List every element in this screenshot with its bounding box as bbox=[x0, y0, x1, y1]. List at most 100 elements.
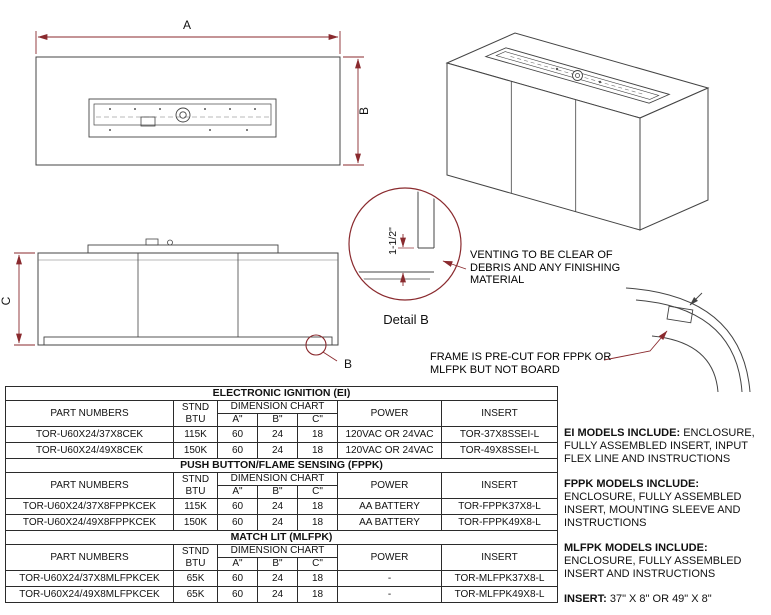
cell-insert: TOR-MLFPK49X8-L bbox=[440, 586, 559, 603]
isometric-view-drawing bbox=[445, 32, 710, 231]
note-text: ENCLOSURE, FULLY ASSEMBLED INSERT, INPUT… bbox=[564, 427, 755, 465]
cell-part-number: TOR-U60X24/49X8MLFPKCEK bbox=[5, 586, 174, 603]
corner-detail-drawing bbox=[625, 287, 751, 393]
cell-dim-b: 24 bbox=[257, 586, 298, 603]
col-header-insert: INSERT bbox=[440, 400, 559, 427]
cell-part-number: TOR-U60X24/37X8MLFPKCEK bbox=[5, 570, 174, 587]
dim-a-label: A bbox=[183, 18, 191, 32]
cell-insert: TOR-37X8SSEI-L bbox=[440, 426, 559, 443]
col-header-power: POWER bbox=[337, 544, 442, 571]
section-title-row-fppk: PUSH BUTTON/FLAME SENSING (FPPK) bbox=[4, 458, 559, 473]
dim-b-label: B bbox=[357, 107, 371, 115]
cell-btu: 115K bbox=[173, 498, 218, 515]
top-view-drawing bbox=[35, 56, 341, 166]
col-header-insert: INSERT bbox=[440, 544, 559, 571]
table-row: TOR-U60X24/49X8MLFPKCEK 65K 60 24 18 - T… bbox=[5, 586, 559, 603]
table-row: TOR-U60X24/49X8CEK 150K 60 24 18 120VAC … bbox=[5, 442, 559, 459]
header-row: PART NUMBERS STND BTU DIMENSION CHART PO… bbox=[5, 400, 559, 427]
header-row: PART NUMBERS STND BTU DIMENSION CHART PO… bbox=[5, 472, 559, 499]
cell-dim-a: 60 bbox=[217, 426, 258, 443]
top-view-dimensions bbox=[35, 31, 364, 166]
spec-tables: ELECTRONIC IGNITION (EI) PART NUMBERS ST… bbox=[4, 386, 559, 603]
col-header-a: A" bbox=[217, 557, 258, 571]
cell-btu: 150K bbox=[173, 442, 218, 459]
cell-power: AA BATTERY bbox=[337, 514, 442, 531]
cell-part-number: TOR-U60X24/49X8FPPKCEK bbox=[5, 514, 174, 531]
cell-insert: TOR-49X8SSEI-L bbox=[440, 442, 559, 459]
col-header-dimension-chart: DIMENSION CHART bbox=[217, 544, 338, 558]
table-row: TOR-U60X24/37X8FPPKCEK 115K 60 24 18 AA … bbox=[5, 498, 559, 515]
table-row: TOR-U60X24/49X8FPPKCEK 150K 60 24 18 AA … bbox=[5, 514, 559, 531]
cell-dim-c: 18 bbox=[297, 442, 338, 459]
cell-dim-b: 24 bbox=[257, 426, 298, 443]
cell-part-number: TOR-U60X24/49X8CEK bbox=[5, 442, 174, 459]
burner-port-dots bbox=[109, 108, 256, 131]
isometric-burner-tray bbox=[484, 47, 671, 104]
col-header-a: A" bbox=[217, 413, 258, 427]
col-header-stnd-btu: STND BTU bbox=[173, 544, 218, 571]
vent-gap-dim-label: 1-1/2" bbox=[387, 227, 399, 255]
note-label: INSERT: bbox=[564, 593, 607, 605]
col-header-c: C" bbox=[297, 485, 338, 499]
cell-insert: TOR-FPPK37X8-L bbox=[440, 498, 559, 515]
cell-btu: 115K bbox=[173, 426, 218, 443]
dim-c-label: C bbox=[0, 296, 13, 305]
frame-note-leader bbox=[603, 330, 668, 361]
cell-dim-c: 18 bbox=[297, 570, 338, 587]
cell-dim-c: 18 bbox=[297, 498, 338, 515]
col-header-power: POWER bbox=[337, 472, 442, 499]
col-header-part-numbers: PART NUMBERS bbox=[5, 544, 174, 571]
note-insert-sizes: INSERT: 37" X 8" OR 49" X 8" bbox=[564, 593, 770, 606]
col-header-dimension-chart: DIMENSION CHART bbox=[217, 400, 338, 414]
cell-dim-a: 60 bbox=[217, 570, 258, 587]
cell-dim-c: 18 bbox=[297, 514, 338, 531]
cell-btu: 65K bbox=[173, 586, 218, 603]
cell-btu: 65K bbox=[173, 570, 218, 587]
section-title: PUSH BUTTON/FLAME SENSING (FPPK) bbox=[4, 458, 559, 473]
col-header-b: B" bbox=[257, 413, 298, 427]
subheader-row: A" B" C" bbox=[6, 557, 558, 571]
cell-part-number: TOR-U60X24/37X8FPPKCEK bbox=[5, 498, 174, 515]
table-row: TOR-U60X24/37X8CEK 115K 60 24 18 120VAC … bbox=[5, 426, 559, 443]
note-label: MLFPK MODELS INCLUDE: bbox=[564, 542, 708, 554]
cell-part-number: TOR-U60X24/37X8CEK bbox=[5, 426, 174, 443]
col-header-part-numbers: PART NUMBERS bbox=[5, 472, 174, 499]
frame-precut-note: FRAME IS PRE-CUT FOR FPPK OR MLFPK BUT N… bbox=[430, 351, 612, 376]
cell-power: 120VAC OR 24VAC bbox=[337, 426, 442, 443]
cell-dim-b: 24 bbox=[257, 442, 298, 459]
table-row: TOR-U60X24/37X8MLFPKCEK 65K 60 24 18 - T… bbox=[5, 570, 559, 587]
cell-dim-a: 60 bbox=[217, 586, 258, 603]
detail-b-drawing bbox=[348, 187, 467, 301]
note-fppk-models: FPPK MODELS INCLUDE: ENCLOSURE, FULLY AS… bbox=[564, 478, 770, 530]
col-header-c: C" bbox=[297, 413, 338, 427]
note-ei-models: EI MODELS INCLUDE: ENCLOSURE, FULLY ASSE… bbox=[564, 427, 770, 466]
col-header-b: B" bbox=[257, 557, 298, 571]
detail-callout-label: B bbox=[344, 357, 352, 371]
detail-b-title: Detail B bbox=[383, 312, 429, 327]
note-text: 37" X 8" OR 49" X 8" bbox=[609, 593, 712, 605]
col-header-stnd-btu: STND BTU bbox=[173, 472, 218, 499]
col-header-b: B" bbox=[257, 485, 298, 499]
note-text: ENCLOSURE, FULLY ASSEMBLED INSERT, MOUNT… bbox=[564, 491, 742, 529]
cell-dim-c: 18 bbox=[297, 586, 338, 603]
cell-power: AA BATTERY bbox=[337, 498, 442, 515]
cell-dim-a: 60 bbox=[217, 514, 258, 531]
cell-btu: 150K bbox=[173, 514, 218, 531]
cell-insert: TOR-FPPK49X8-L bbox=[440, 514, 559, 531]
note-text: ENCLOSURE, FULLY ASSEMBLED INSERT AND IN… bbox=[564, 555, 742, 580]
col-header-c: C" bbox=[297, 557, 338, 571]
col-header-a: A" bbox=[217, 485, 258, 499]
subheader-row: A" B" C" bbox=[6, 413, 558, 427]
cell-insert: TOR-MLFPK37X8-L bbox=[440, 570, 559, 587]
note-label: EI MODELS INCLUDE: bbox=[564, 427, 681, 439]
cell-dim-a: 60 bbox=[217, 498, 258, 515]
vent-note: VENTING TO BE CLEAR OF DEBRIS AND ANY FI… bbox=[470, 249, 621, 286]
cell-dim-b: 24 bbox=[257, 570, 298, 587]
note-label: FPPK MODELS INCLUDE: bbox=[564, 478, 700, 490]
col-header-power: POWER bbox=[337, 400, 442, 427]
header-row: PART NUMBERS STND BTU DIMENSION CHART PO… bbox=[5, 544, 559, 571]
cell-dim-a: 60 bbox=[217, 442, 258, 459]
note-mlfpk-models: MLFPK MODELS INCLUDE: ENCLOSURE, FULLY A… bbox=[564, 542, 770, 581]
